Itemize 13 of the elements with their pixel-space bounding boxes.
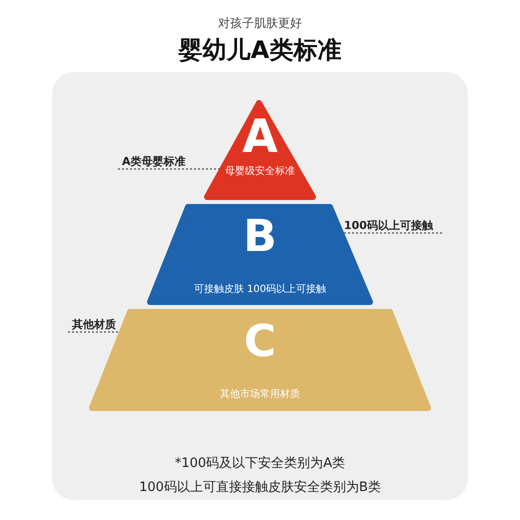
title: 婴幼儿A类标准 [178,36,342,64]
tier-letter: A [242,109,278,163]
footnote: *100码及以下安全类别为A类 [174,456,346,471]
tier-description: 其他市场常用材质 [220,389,300,400]
side-label: 100码以上可接触 [344,219,433,232]
tier-description: 可接触皮肤 100码以上可接触 [194,284,326,295]
tier-letter: C [244,316,276,367]
tier-description: 母婴级安全标准 [225,166,295,177]
tier-letter: B [243,211,277,262]
side-label: A类母婴标准 [122,155,186,168]
subtitle: 对孩子肌肤更好 [218,16,302,30]
footnote: 100码以上可直接接触皮肤安全类别为B类 [139,480,381,495]
side-label: 其他材质 [72,318,116,331]
